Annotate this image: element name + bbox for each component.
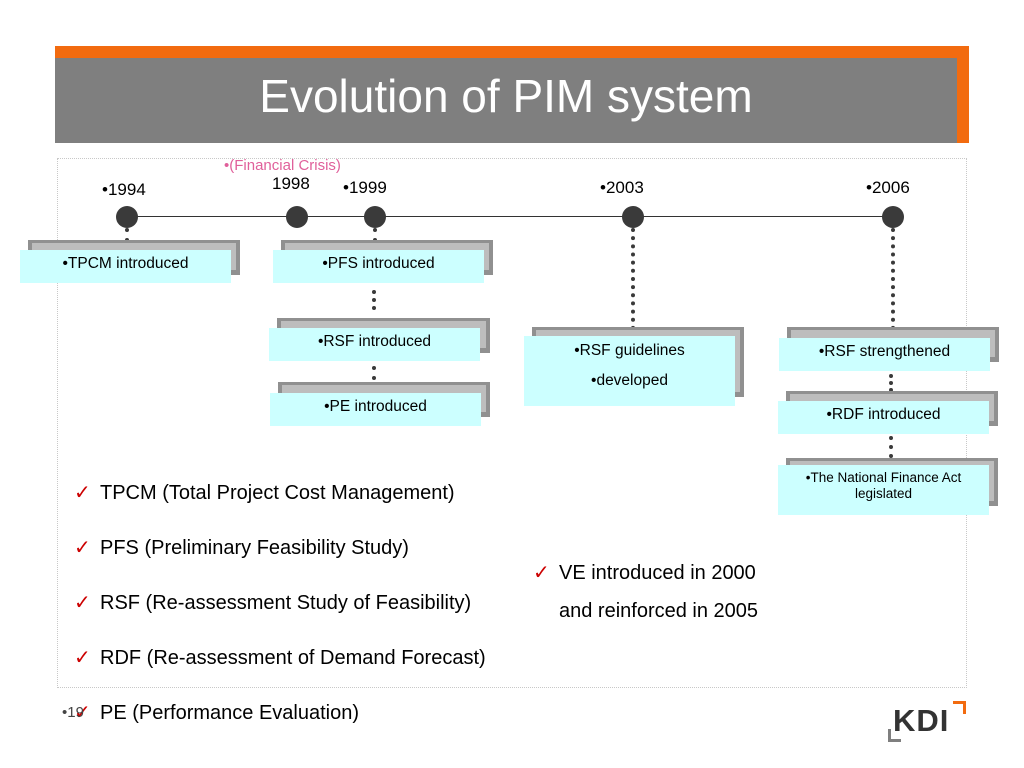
- abbr-text: PFS (Preliminary Feasibility Study): [100, 537, 409, 559]
- abbr-item-pfs: ✓ PFS (Preliminary Feasibility Study): [74, 535, 409, 560]
- timeline-dot-2006: [882, 206, 904, 228]
- timeline-dot-1994: [116, 206, 138, 228]
- ve-note: ✓ VE introduced in 2000: [533, 560, 756, 585]
- abbr-text: TPCM (Total Project Cost Management): [100, 482, 455, 504]
- title-bar: [55, 58, 957, 143]
- abbr-item-tpcm: ✓ TPCM (Total Project Cost Management): [74, 480, 455, 505]
- check-icon: ✓: [74, 702, 91, 724]
- abbr-text: RSF (Re-assessment Study of Feasibility): [100, 592, 472, 614]
- abbr-text: PE (Performance Evaluation): [100, 702, 360, 724]
- connector-1999: [373, 228, 377, 242]
- connector-rdf-nfa: [889, 436, 893, 458]
- page-number: •19: [62, 704, 84, 721]
- connector-rsf-pe: [372, 366, 376, 380]
- abbr-item-pe: ✓ PE (Performance Evaluation): [74, 700, 359, 725]
- timeline-dot-1999: [364, 206, 386, 228]
- rsf-guidelines-line2: •developed: [591, 372, 668, 389]
- event-rsf-introduced: •RSF introduced: [269, 328, 480, 361]
- ve-note-line2: and reinforced in 2005: [559, 600, 759, 622]
- check-icon: ✓: [74, 592, 91, 614]
- kdi-logo: KDI: [893, 703, 950, 738]
- rsf-guidelines-line1: •RSF guidelines: [574, 342, 685, 359]
- year-2003: •2003: [600, 178, 644, 197]
- year-2006: •2006: [866, 178, 910, 197]
- event-tpcm-introduced: •TPCM introduced: [20, 250, 231, 283]
- event-national-finance-act: •The National Finance Act legislated: [778, 465, 989, 515]
- slide-title: Evolution of PIM system: [259, 70, 753, 122]
- connector-pfs-rsf: [372, 290, 376, 310]
- check-icon: ✓: [74, 537, 91, 559]
- timeline-dot-2003: [622, 206, 644, 228]
- check-icon: ✓: [533, 562, 550, 584]
- check-icon: ✓: [74, 482, 91, 504]
- nfa-line1: •The National Finance Act: [805, 470, 962, 485]
- year-1998: 1998: [272, 174, 310, 193]
- nfa-line2: legislated: [854, 486, 913, 501]
- financial-crisis-label: •(Financial Crisis): [224, 157, 341, 174]
- connector-1994: [125, 228, 129, 242]
- event-rsf-guidelines: •RSF guidelines •developed: [524, 336, 735, 406]
- connector-rsf-rdf: [889, 374, 893, 392]
- timeline-dot-1998: [286, 206, 308, 228]
- abbr-item-rdf: ✓ RDF (Re-assessment of Demand Forecast): [74, 645, 486, 670]
- event-pe-introduced: •PE introduced: [270, 393, 481, 426]
- year-1994: •1994: [102, 180, 146, 199]
- ve-note-line1: VE introduced in 2000: [559, 562, 756, 584]
- connector-2003: [631, 228, 635, 330]
- timeline-axis: [127, 216, 893, 217]
- logo-bracket-top: [953, 701, 966, 714]
- abbr-item-rsf: ✓ RSF (Re-assessment Study of Feasibility…: [74, 590, 471, 615]
- event-pfs-introduced: •PFS introduced: [273, 250, 484, 283]
- check-icon: ✓: [74, 647, 91, 669]
- event-rdf-introduced: •RDF introduced: [778, 401, 989, 434]
- abbr-text: RDF (Re-assessment of Demand Forecast): [100, 647, 486, 669]
- year-1999: •1999: [343, 178, 387, 197]
- event-rsf-strengthened: •RSF strengthened: [779, 338, 990, 371]
- logo-bracket-bottom: [888, 729, 901, 742]
- connector-2006: [891, 228, 895, 330]
